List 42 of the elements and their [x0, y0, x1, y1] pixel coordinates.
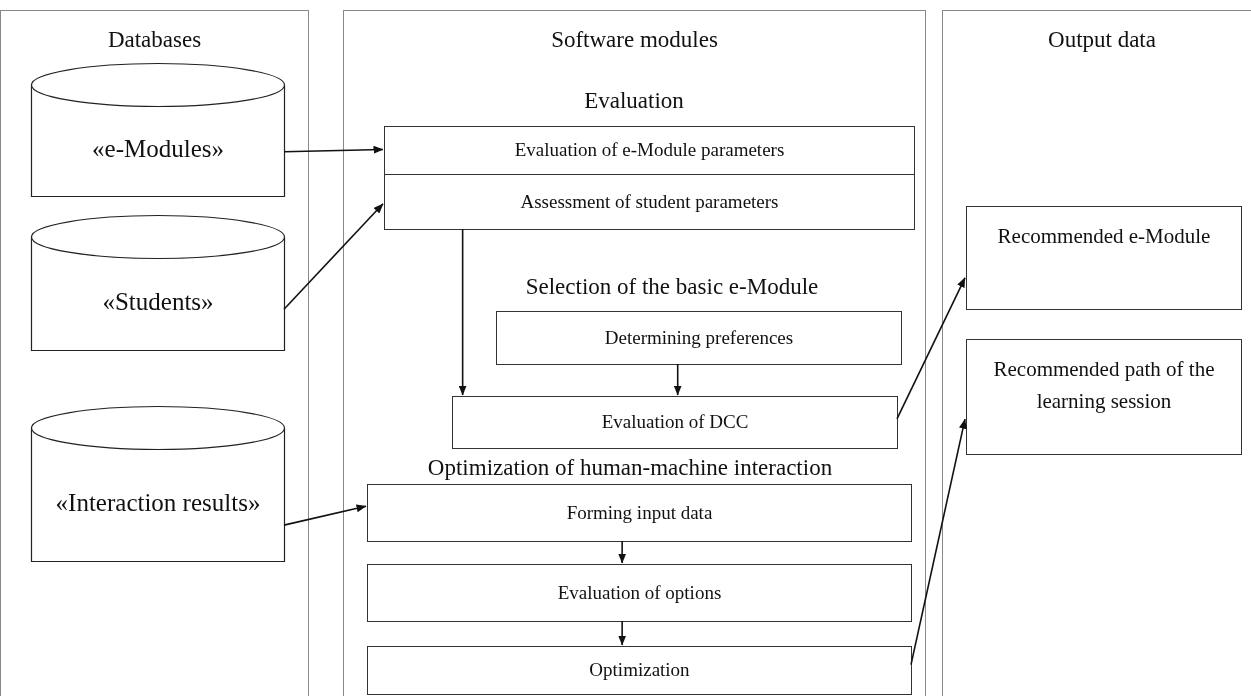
database-label: «Interaction results»	[54, 488, 262, 519]
box-label: Forming input data	[566, 500, 713, 525]
column-panel	[0, 10, 309, 696]
box-label: Determining preferences	[604, 325, 794, 350]
box-label: Optimization	[589, 658, 690, 683]
box-label: Evaluation of DCC	[601, 410, 749, 435]
database-cylinder	[31, 63, 285, 197]
database-label: «Students»	[101, 287, 215, 318]
database-cylinder	[31, 406, 285, 562]
arrow	[910, 418, 967, 666]
arrow	[283, 203, 384, 310]
process-box	[452, 396, 898, 449]
arrow	[673, 363, 682, 396]
process-box	[367, 564, 912, 622]
column-heading: Databases	[106, 27, 203, 53]
output-box	[966, 339, 1242, 455]
box-label: Assessment of student parameters	[520, 189, 779, 214]
column-heading: Output data	[1047, 27, 1157, 53]
process-box	[384, 126, 915, 175]
box-label: Recommended path of the learning session	[992, 356, 1216, 415]
column-heading: Software modules	[550, 27, 719, 53]
box-label: Recommended e-Module	[997, 223, 1211, 250]
output-box	[966, 206, 1242, 310]
arrow	[283, 145, 384, 154]
group-heading: Selection of the basic e-Module	[525, 274, 819, 300]
process-box	[367, 646, 912, 695]
database-cylinder	[31, 215, 285, 351]
process-box	[384, 174, 915, 230]
arrow	[896, 277, 966, 420]
column-panel	[942, 10, 1251, 696]
process-box	[496, 311, 902, 365]
arrow	[618, 540, 627, 564]
process-box	[367, 484, 912, 542]
group-heading: Evaluation	[584, 88, 684, 114]
arrow	[458, 228, 467, 396]
database-label: «e-Modules»	[91, 134, 225, 165]
arrow	[618, 620, 627, 646]
group-heading: Optimization of human-machine interaction	[427, 455, 833, 481]
box-label: Evaluation of options	[557, 580, 722, 605]
box-label: Evaluation of e-Module parameters	[514, 138, 785, 163]
arrow	[283, 504, 367, 526]
column-panel	[343, 10, 926, 696]
